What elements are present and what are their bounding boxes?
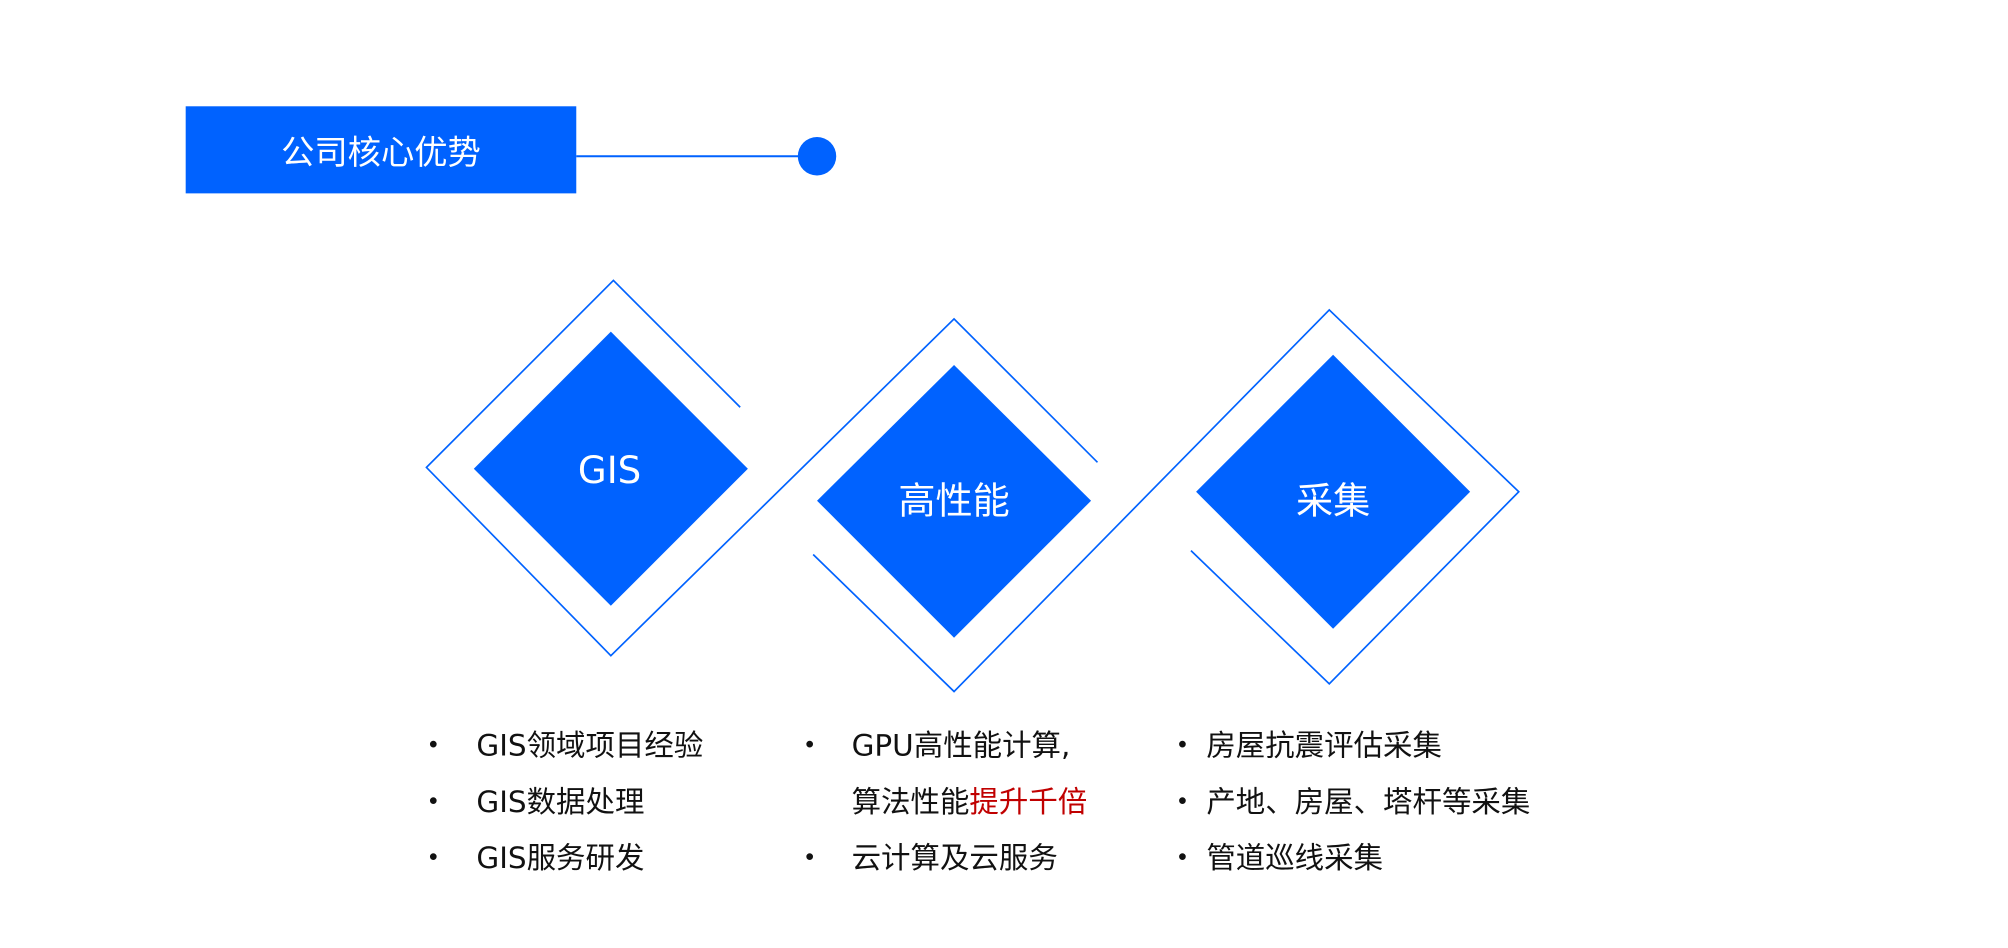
diamond-label-gis: GIS [577, 448, 642, 492]
item-text: 管道巡线采集 [1206, 842, 1384, 876]
list-item: • GIS服务研发 [426, 838, 703, 894]
bullet: • [1175, 845, 1190, 873]
list-item: • 管道巡线采集 [1176, 838, 1530, 894]
outline-chain-1 [425, 279, 1099, 657]
item-text: 云计算及云服务 [851, 842, 1058, 876]
bullet: • [1175, 732, 1190, 760]
outline-chain-2 [812, 308, 1520, 693]
bullet: • [426, 845, 441, 873]
diamond-label-performance: 高性能 [898, 478, 1010, 523]
item-text: GPU高性能计算, [851, 729, 1071, 764]
item-text: 算法性能 [851, 786, 970, 820]
list-item: • GIS领域项目经验 [426, 725, 704, 781]
list-collection: • 房屋抗震评估采集 • 产地、房屋、塔杆等采集 • 管道巡线采集 [1176, 725, 1531, 894]
list-gis: • GIS领域项目经验 • GIS数据处理 • GIS服务研发 [426, 725, 704, 894]
item-text: GIS领域项目经验 [476, 729, 704, 764]
bullet: • [426, 732, 441, 760]
bullet: • [426, 788, 441, 816]
diamond-label-collection: 采集 [1295, 478, 1371, 523]
list-item: • GPU高性能计算, [803, 725, 1088, 781]
bullet: • [802, 845, 817, 873]
title-connector-dot [797, 137, 837, 176]
highlight-text: 提升千倍 [969, 786, 1088, 820]
list-performance: • GPU高性能计算, 算法性能提升千倍 • 云计算及云服务 [803, 725, 1088, 894]
item-text: 产地、房屋、塔杆等采集 [1206, 786, 1531, 820]
list-item: • GIS数据处理 [426, 781, 703, 837]
section-title: 公司核心优势 [185, 106, 577, 194]
bullet: • [1175, 788, 1190, 816]
bullet: • [802, 732, 817, 760]
diamond-performance [817, 364, 1092, 638]
item-text: 房屋抗震评估采集 [1206, 729, 1442, 764]
list-item: • 产地、房屋、塔杆等采集 [1176, 781, 1531, 837]
item-text: GIS服务研发 [476, 842, 645, 876]
list-item: 算法性能提升千倍 [852, 781, 1088, 837]
list-item: • 房屋抗震评估采集 [1176, 725, 1530, 781]
item-text: GIS数据处理 [476, 786, 645, 820]
list-item: • 云计算及云服务 [803, 838, 1088, 894]
